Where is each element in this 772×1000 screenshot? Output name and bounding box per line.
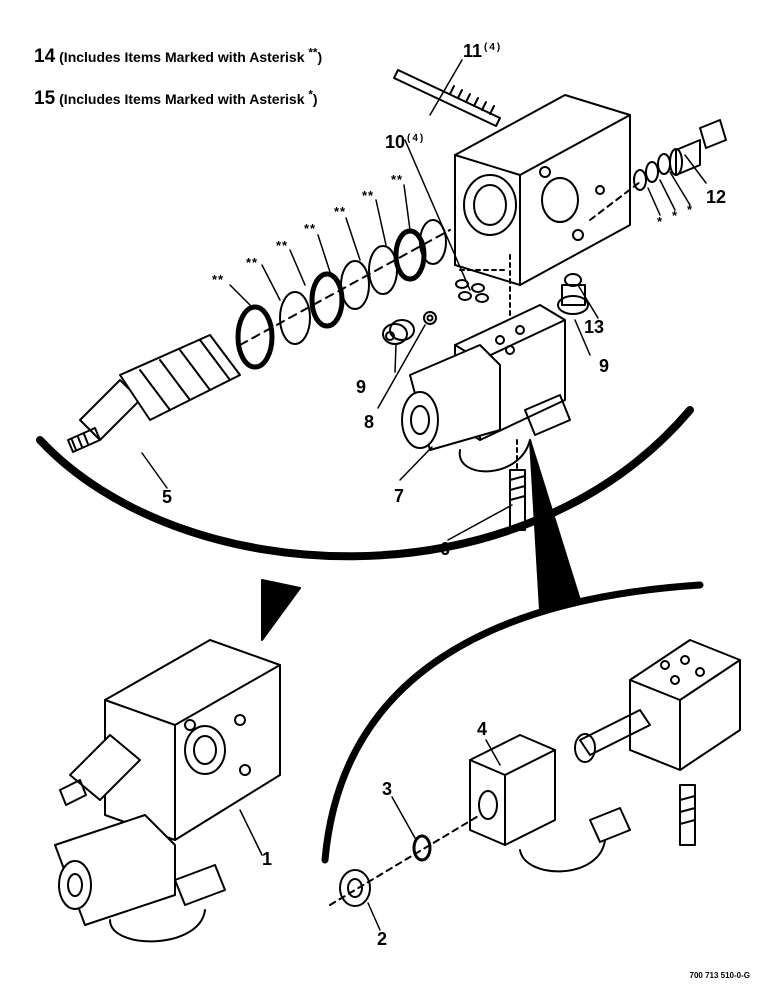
bolt-11 xyxy=(393,69,501,127)
note-number: 14 xyxy=(34,46,56,67)
exploded-valve-right xyxy=(329,639,741,907)
note-number: 15 xyxy=(34,88,56,109)
note-text: (Includes Items Marked with Asterisk xyxy=(59,49,305,65)
right-pointer xyxy=(529,439,581,611)
callout-number: 10 xyxy=(385,132,406,152)
drawing-reference: 700 713 510-0-G xyxy=(689,971,751,980)
callout-9-right: 9 xyxy=(599,356,610,376)
asterisk-marker: ** xyxy=(246,255,259,270)
callout-3: 3 xyxy=(382,779,393,799)
note-close: ) xyxy=(312,91,318,107)
note-marker: * xyxy=(308,88,313,102)
callout-8: 8 xyxy=(364,412,375,432)
valve-block-top xyxy=(454,94,631,286)
assembled-valve-1 xyxy=(54,639,281,943)
callout-6: 6 xyxy=(440,539,451,559)
callout-1: 1 xyxy=(262,849,273,869)
note-15: 15(Includes Items Marked with Asterisk *… xyxy=(34,88,318,110)
asterisk-marker: * xyxy=(672,208,679,223)
lower-arc xyxy=(321,581,704,864)
callout-number: 11 xyxy=(463,41,483,61)
asterisk-marker: ** xyxy=(276,238,289,253)
callout-5: 5 xyxy=(162,487,173,507)
note-text: (Includes Items Marked with Asterisk xyxy=(59,91,305,107)
o-ring-row xyxy=(235,219,451,370)
leader-lines xyxy=(141,59,707,931)
fitting-9-right xyxy=(557,273,589,315)
callout-7: 7 xyxy=(394,486,405,506)
callout-2: 2 xyxy=(377,929,388,949)
plug-8 xyxy=(423,311,437,325)
callout-qty: (4) xyxy=(484,42,503,53)
asterisk-marker: ** xyxy=(391,172,404,187)
callout-12: 12 xyxy=(706,187,727,207)
note-close: ) xyxy=(317,49,323,65)
asterisk-marker: * xyxy=(657,214,664,229)
callout-13: 13 xyxy=(584,317,605,337)
plug-9-left xyxy=(382,319,415,345)
note-14: 14(Includes Items Marked with Asterisk *… xyxy=(34,46,322,68)
cartridge-5 xyxy=(67,334,241,453)
note-marker: ** xyxy=(308,46,318,60)
left-pointer xyxy=(261,579,301,641)
upper-arc xyxy=(36,406,694,561)
screw-6 xyxy=(509,439,526,531)
asterisk-marker: ** xyxy=(334,204,347,219)
asterisk-marker: ** xyxy=(212,272,225,287)
solenoid-valve-7 xyxy=(401,304,571,473)
callout-11: 11(4) xyxy=(463,42,502,60)
asterisk-marker: * xyxy=(687,202,694,217)
callout-qty: (4) xyxy=(407,133,426,144)
callout-10: 10(4) xyxy=(385,133,425,151)
callout-9-left: 9 xyxy=(356,377,367,397)
fitting-12 xyxy=(669,119,727,176)
callout-4: 4 xyxy=(477,719,488,739)
asterisk-marker: ** xyxy=(304,221,317,236)
asterisk-marker: ** xyxy=(362,188,375,203)
